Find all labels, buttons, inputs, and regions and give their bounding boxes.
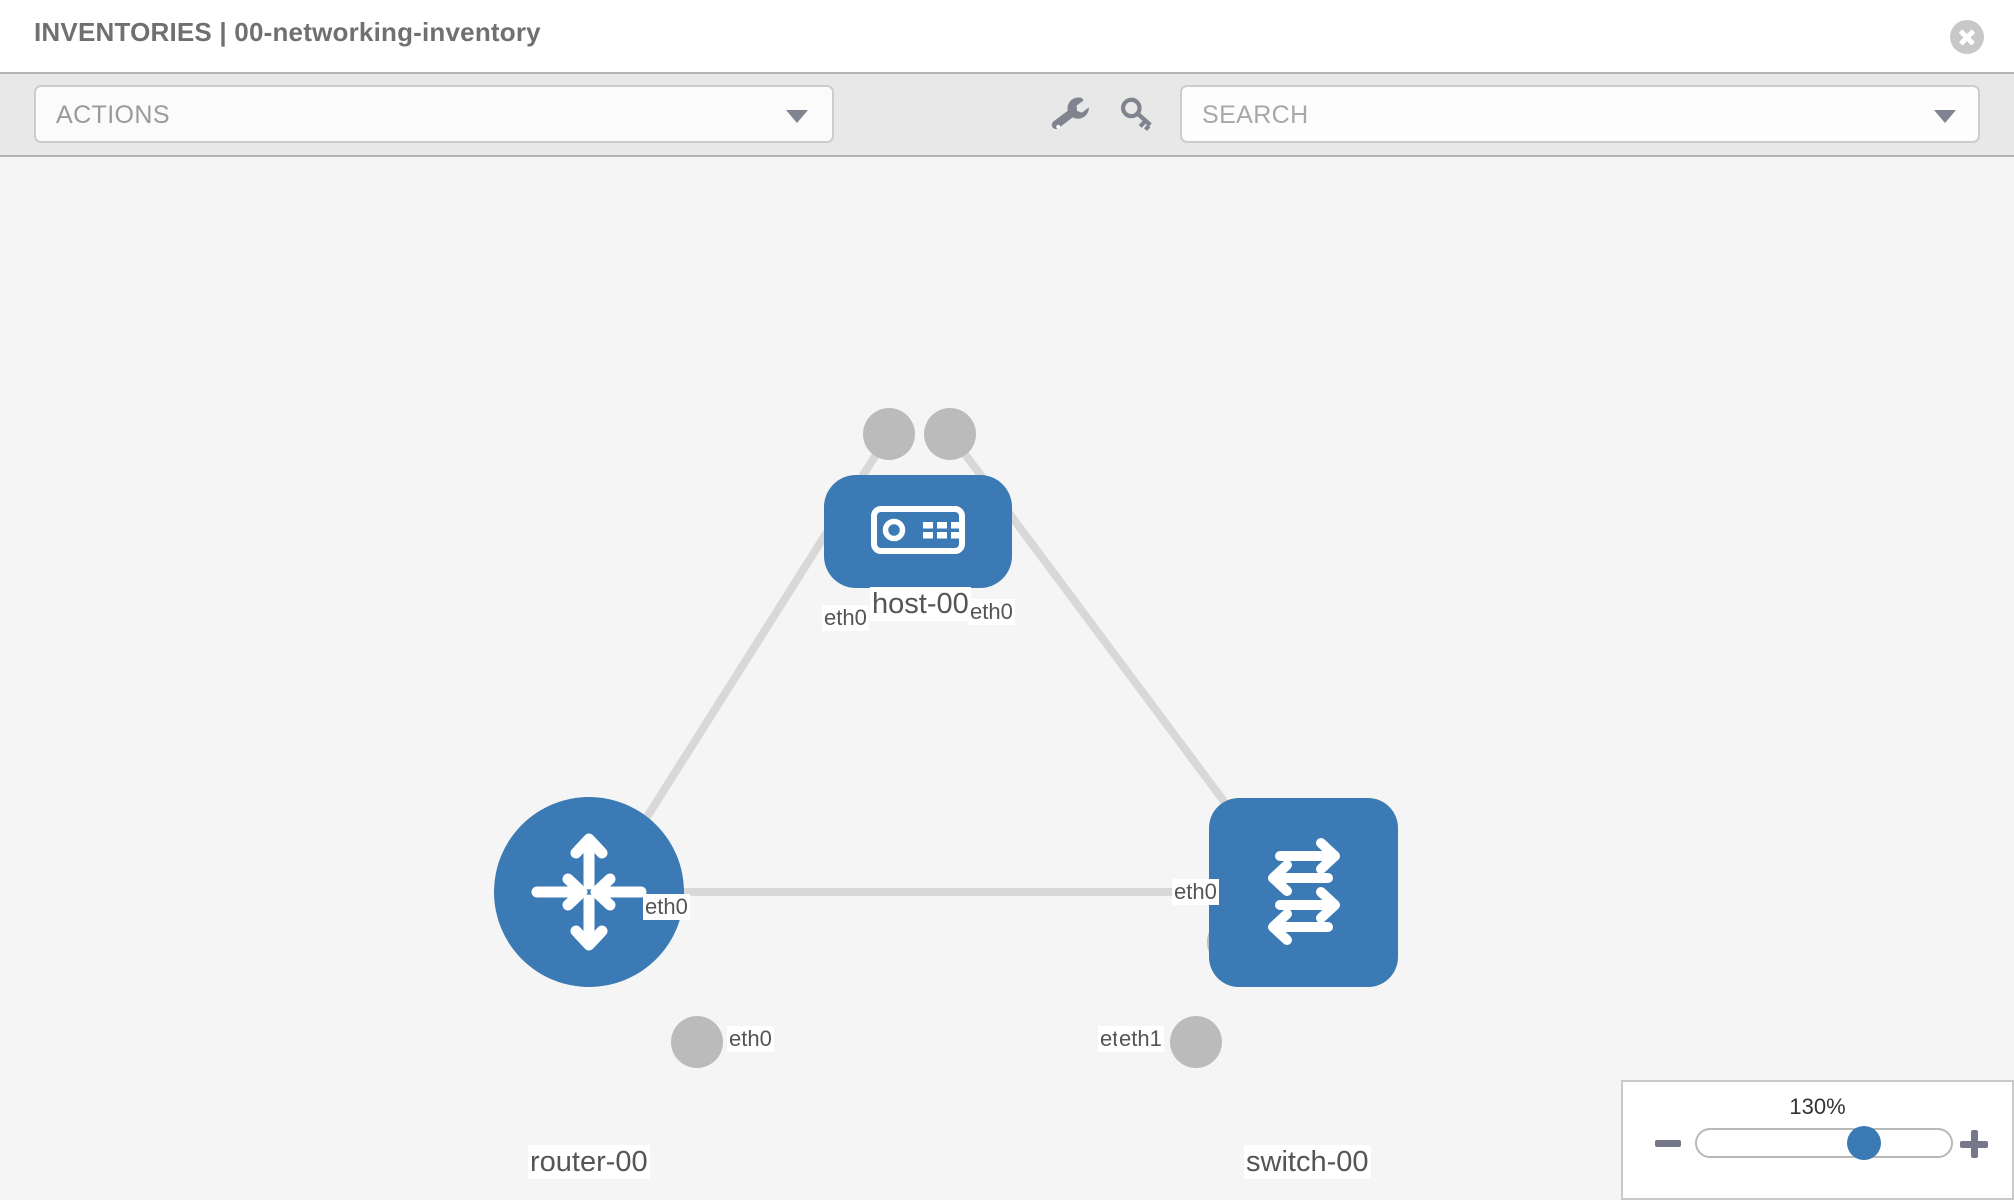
endpoint-router-eth0[interactable] [671,1016,723,1068]
close-icon[interactable] [1950,20,1984,54]
zoom-slider-track[interactable] [1695,1128,1953,1158]
iface-label-router-eth0: eth0 [727,1026,774,1052]
search-field[interactable] [1180,85,1980,143]
node-label-host-00: host-00 [870,587,971,621]
chevron-down-icon[interactable] [1934,110,1956,123]
node-host-00[interactable] [824,475,1012,588]
plus-icon-vertical [1970,1130,1978,1158]
topology-canvas[interactable]: host-00 router-00 switch-00 eth0 eth0 et… [0,157,2014,1200]
node-switch-00[interactable] [1209,798,1398,987]
minus-icon[interactable] [1655,1140,1681,1147]
breadcrumb: INVENTORIES | 00-networking-inventory [34,17,541,47]
chevron-down-icon [786,110,808,123]
endpoint-switch-eth1[interactable] [1170,1016,1222,1068]
toolbar: ACTIONS [0,72,2014,157]
key-icon[interactable] [1114,90,1162,138]
endpoint-host-eth0-right[interactable] [924,408,976,460]
iface-label-router-uplink-eth0: eth0 [643,894,690,920]
page-header: INVENTORIES | 00-networking-inventory [0,0,2014,72]
iface-label-host-eth0-left: eth0 [822,605,869,631]
actions-dropdown-label: ACTIONS [56,101,170,129]
zoom-control-panel: 130% [1621,1080,2014,1200]
iface-label-switch-uplink-eth0: eth0 [1172,879,1219,905]
node-router-00[interactable] [494,797,684,987]
iface-label-switch-eth1: eth1 [1117,1026,1164,1052]
zoom-slider-thumb[interactable] [1847,1126,1881,1160]
node-label-router-00: router-00 [528,1145,650,1179]
endpoint-host-eth0-left[interactable] [863,408,915,460]
wrench-icon[interactable] [1046,90,1094,138]
search-input[interactable] [1200,87,1904,143]
zoom-level-value: 130% [1789,1094,1846,1119]
actions-dropdown[interactable]: ACTIONS [34,85,834,143]
topology-graph [494,408,1398,1068]
node-label-switch-00: switch-00 [1244,1145,1371,1179]
zoom-slider[interactable] [1695,1126,1953,1160]
plus-icon[interactable] [1960,1130,1988,1158]
iface-label-host-eth0-right: eth0 [968,599,1015,625]
